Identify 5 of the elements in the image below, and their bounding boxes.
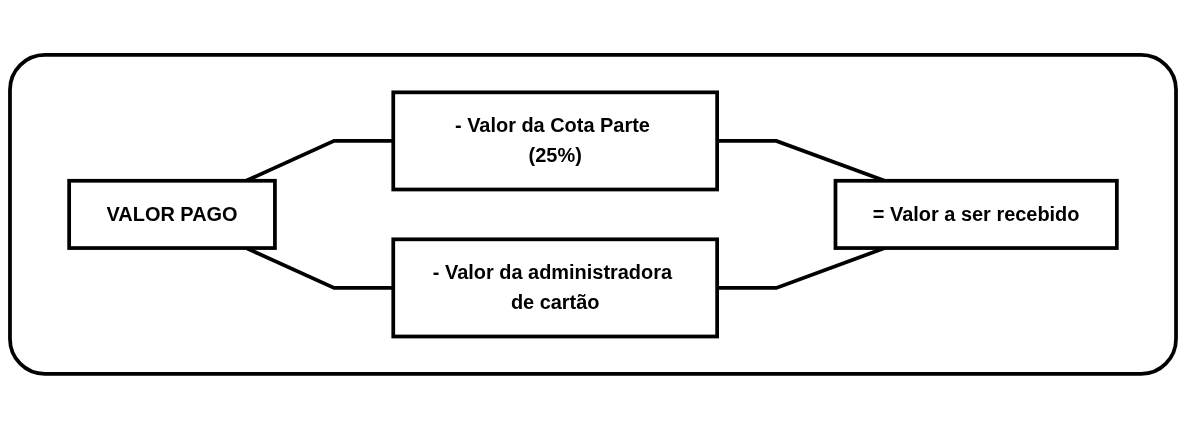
node-box: - Valor da Cota Parte (25%) xyxy=(391,90,719,192)
node-box: - Valor da administradora de cartão xyxy=(391,237,719,339)
cluster xyxy=(8,53,1178,376)
node-box: = Valor a ser recebido xyxy=(833,179,1119,250)
node-box: VALOR PAGO xyxy=(67,179,277,250)
